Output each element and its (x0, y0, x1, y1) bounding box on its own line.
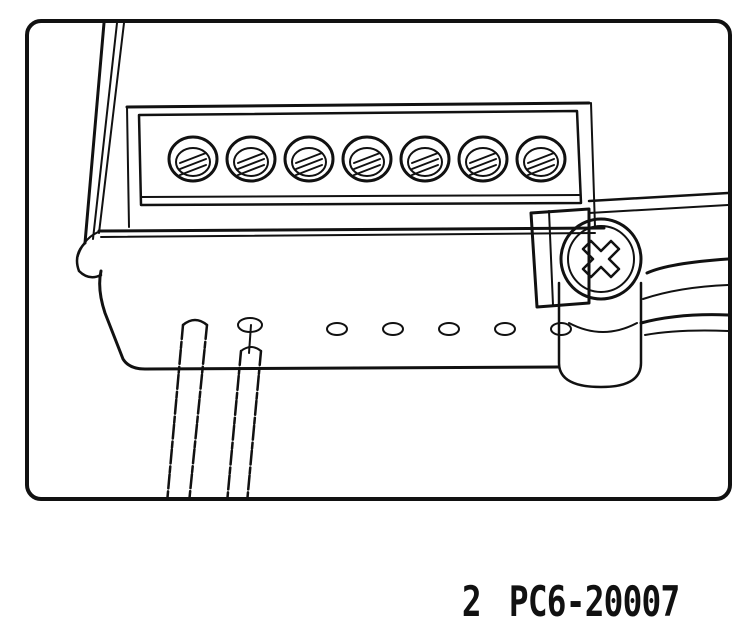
terminal-screw-3 (283, 135, 335, 183)
control-box-body (97, 101, 606, 371)
wire-port-4 (438, 322, 460, 336)
terminal-block (137, 109, 583, 207)
diagram-frame (25, 19, 732, 501)
terminal-screw-1 (167, 135, 219, 183)
wire-port-5 (494, 322, 516, 336)
clamp-screw (559, 217, 643, 301)
terminal-screw-6 (457, 135, 509, 183)
step-number: 2 (461, 577, 482, 626)
cable-clamp (557, 257, 728, 389)
housing-left-wall (75, 23, 125, 279)
wire-port-6 (550, 322, 572, 336)
wire-left (166, 318, 209, 497)
terminal-screw-2 (225, 135, 277, 183)
mounting-bracket (529, 191, 728, 309)
figure-caption: 2 PC6-20007 (424, 528, 680, 626)
terminal-screw-4 (341, 135, 393, 183)
wire-port-3 (382, 322, 404, 336)
wire-ports (326, 322, 572, 336)
terminal-screw-7 (515, 135, 567, 183)
wire-port-2 (326, 322, 348, 336)
wire-right (226, 317, 263, 497)
terminal-screws (167, 135, 567, 183)
terminal-screw-5 (399, 135, 451, 183)
installation-illustration (75, 23, 728, 497)
part-code: PC6-20007 (508, 577, 680, 626)
